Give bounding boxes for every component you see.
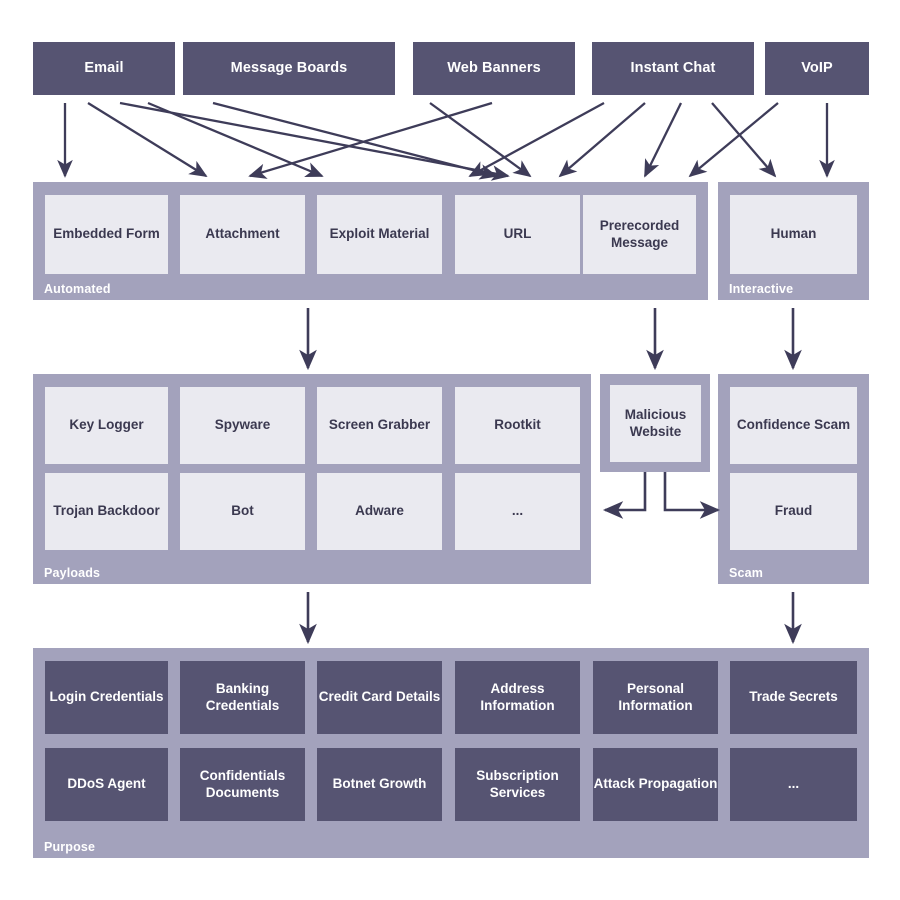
vector-box-web-banners[interactable]: Web Banners	[413, 42, 575, 95]
purpose-cell-attack-propagation[interactable]: Attack Propagation	[593, 748, 718, 821]
purpose-cell-address-information[interactable]: Address Information	[455, 661, 580, 734]
purpose-cell-confidentials-documents[interactable]: Confidentials Documents	[180, 748, 305, 821]
purpose-cell-personal-information[interactable]: Personal Information	[593, 661, 718, 734]
payload-cell-adware[interactable]: Adware	[317, 473, 442, 550]
purpose-cell-more[interactable]: ...	[730, 748, 857, 821]
purpose-cell-subscription-services[interactable]: Subscription Services	[455, 748, 580, 821]
delivery-cell-attachment[interactable]: Attachment	[180, 195, 305, 274]
vector-box-voip[interactable]: VoIP	[765, 42, 869, 95]
purpose-cell-ddos-agent[interactable]: DDoS Agent	[45, 748, 168, 821]
connector-arrow	[212, 101, 498, 180]
delivery-cell-url[interactable]: URL	[455, 195, 580, 274]
connector-arrow	[711, 102, 777, 178]
arrows-malicious-website-bidirectional	[602, 472, 721, 519]
group-label-payloads: Payloads	[44, 565, 101, 580]
malicious-website-elbow-arrow	[602, 472, 647, 519]
delivery-cell-human[interactable]: Human	[730, 195, 857, 274]
connector-arrow	[87, 102, 208, 177]
group-panel-purpose: Purpose	[33, 648, 869, 858]
purpose-cell-banking-credentials[interactable]: Banking Credentials	[180, 661, 305, 734]
payload-cell-malicious-website[interactable]: Malicious Website	[610, 385, 701, 462]
connector-arrow	[147, 101, 324, 178]
group-label-scam: Scam	[729, 565, 763, 580]
connector-arrow	[119, 101, 510, 181]
delivery-cell-exploit-material[interactable]: Exploit Material	[317, 195, 442, 274]
delivery-cell-embedded-form[interactable]: Embedded Form	[45, 195, 168, 274]
connector-arrow	[643, 102, 683, 178]
purpose-cell-credit-card-details[interactable]: Credit Card Details	[317, 661, 442, 734]
payload-cell-key-logger[interactable]: Key Logger	[45, 387, 168, 464]
delivery-cell-prerecorded-message[interactable]: Prerecorded Message	[583, 195, 696, 274]
payload-cell-trojan-backdoor[interactable]: Trojan Backdoor	[45, 473, 168, 550]
vector-box-email[interactable]: Email	[33, 42, 175, 95]
payload-cell-bot[interactable]: Bot	[180, 473, 305, 550]
purpose-cell-login-credentials[interactable]: Login Credentials	[45, 661, 168, 734]
payload-cell-rootkit[interactable]: Rootkit	[455, 387, 580, 464]
purpose-cell-botnet-growth[interactable]: Botnet Growth	[317, 748, 442, 821]
group-label-automated: Automated	[44, 281, 111, 296]
malicious-website-elbow-arrow	[663, 472, 721, 519]
connector-arrow	[688, 102, 779, 178]
connector-arrow	[248, 101, 493, 179]
vector-box-message-boards[interactable]: Message Boards	[183, 42, 395, 95]
connector-arrow	[468, 101, 605, 178]
purpose-cell-trade-secrets[interactable]: Trade Secrets	[730, 661, 857, 734]
payload-cell-screen-grabber[interactable]: Screen Grabber	[317, 387, 442, 464]
scam-cell-fraud[interactable]: Fraud	[730, 473, 857, 550]
scam-cell-confidence-scam[interactable]: Confidence Scam	[730, 387, 857, 464]
connector-arrow	[558, 102, 646, 178]
arrows-delivery-to-payloads	[299, 308, 802, 371]
payload-cell-spyware[interactable]: Spyware	[180, 387, 305, 464]
group-label-purpose: Purpose	[44, 839, 96, 854]
group-label-interactive: Interactive	[729, 281, 794, 296]
vector-box-instant-chat[interactable]: Instant Chat	[592, 42, 754, 95]
arrows-payloads-to-purpose	[299, 592, 802, 645]
connector-arrow	[429, 102, 532, 178]
payload-cell-more[interactable]: ...	[455, 473, 580, 550]
arrows-vectors-to-delivery	[57, 101, 835, 181]
